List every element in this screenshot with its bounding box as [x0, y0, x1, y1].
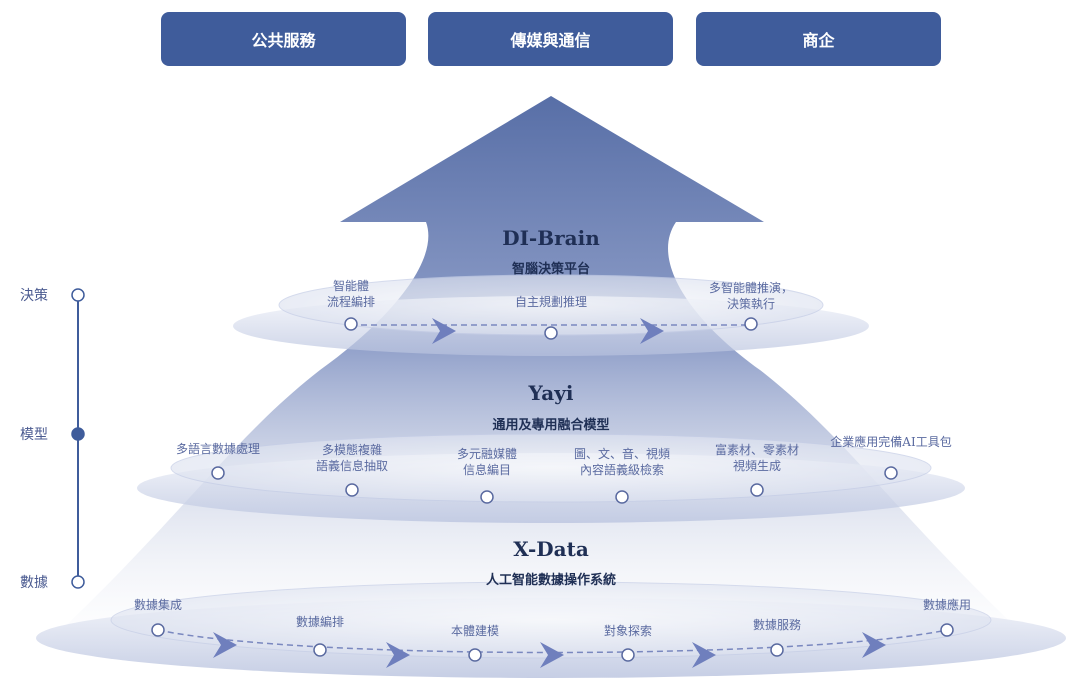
pyramid-shape	[40, 96, 1040, 650]
node-circle	[211, 466, 225, 480]
side-label-decision: 決策	[20, 287, 48, 304]
diagram-shape	[540, 642, 564, 668]
model-node-4-line1: 圖、文、音、視頻	[574, 446, 670, 461]
node-circle	[344, 317, 358, 331]
node-circle	[345, 483, 359, 497]
decision-node-1-line2: 流程編排	[327, 294, 375, 309]
model-node-5-line1: 富素材、零素材	[715, 442, 799, 457]
node-circle	[151, 623, 165, 637]
node-circle	[884, 466, 898, 480]
model-node-2-line2: 語義信息抽取	[316, 458, 388, 473]
data-node-4: 對象探索	[604, 624, 652, 638]
public-service-box: 公共服務	[161, 12, 406, 66]
data-node-3: 本體建模	[451, 624, 499, 638]
node-circle	[744, 317, 758, 331]
model-node-3-line1: 多元融媒體	[457, 447, 517, 461]
data-node-5: 數據服務	[753, 618, 801, 632]
decision-node-2: 自主規劃推理	[515, 294, 587, 309]
node-circle	[615, 490, 629, 504]
node-circle	[480, 490, 494, 504]
side-label-data: 數據	[20, 575, 48, 591]
node-circle	[313, 643, 327, 657]
diagram-shape	[110, 581, 992, 659]
node-circle	[621, 648, 635, 662]
node-circle	[468, 648, 482, 662]
model-node-2-line1: 多模態複雜	[322, 442, 382, 457]
yayi-subtitle: 通用及專用融合模型	[492, 417, 609, 433]
node-circle	[940, 623, 954, 637]
decision-node-3-line2: 決策執行	[727, 297, 775, 311]
side-label-model: 模型	[20, 427, 48, 443]
di-brain-title: DI-Brain	[502, 226, 600, 250]
diagram-shape	[170, 433, 932, 503]
model-node-4-line2: 內容語義級檢索	[580, 462, 664, 477]
model-node-6: 企業應用完備AI工具包	[830, 434, 951, 449]
data-node-2: 數據編排	[296, 614, 344, 629]
arrow-icon	[640, 318, 664, 344]
decision-node-1-line1: 智能體	[333, 278, 369, 293]
model-node-3-line2: 信息編目	[463, 462, 511, 477]
enterprise-box: 商企	[696, 12, 941, 66]
arrow-icon	[432, 318, 456, 344]
yayi-title: Yayi	[528, 381, 574, 405]
diagram-shape	[692, 642, 716, 668]
x-data-title: X-Data	[513, 537, 589, 561]
decision-marker	[71, 288, 85, 302]
data-node-6: 數據應用	[923, 597, 971, 612]
diagram-shape	[386, 642, 410, 668]
decision-node-3-line1: 多智能體推演，	[709, 280, 793, 295]
model-node-1: 多語言數據處理	[176, 441, 260, 456]
di-brain-subtitle: 智腦決策平台	[512, 261, 590, 277]
node-circle	[770, 643, 784, 657]
data-marker	[71, 575, 85, 589]
data-node-1: 數據集成	[134, 597, 182, 612]
media-communication-box: 傳媒與通信	[428, 12, 673, 66]
model-node-5-line2: 視頻生成	[733, 458, 781, 473]
diagram-shape	[862, 632, 886, 658]
node-circle	[544, 326, 558, 340]
model-marker	[71, 427, 85, 441]
node-circle	[750, 483, 764, 497]
x-data-subtitle: 人工智能數據操作系統	[486, 572, 616, 588]
diagram-shape	[213, 632, 237, 658]
